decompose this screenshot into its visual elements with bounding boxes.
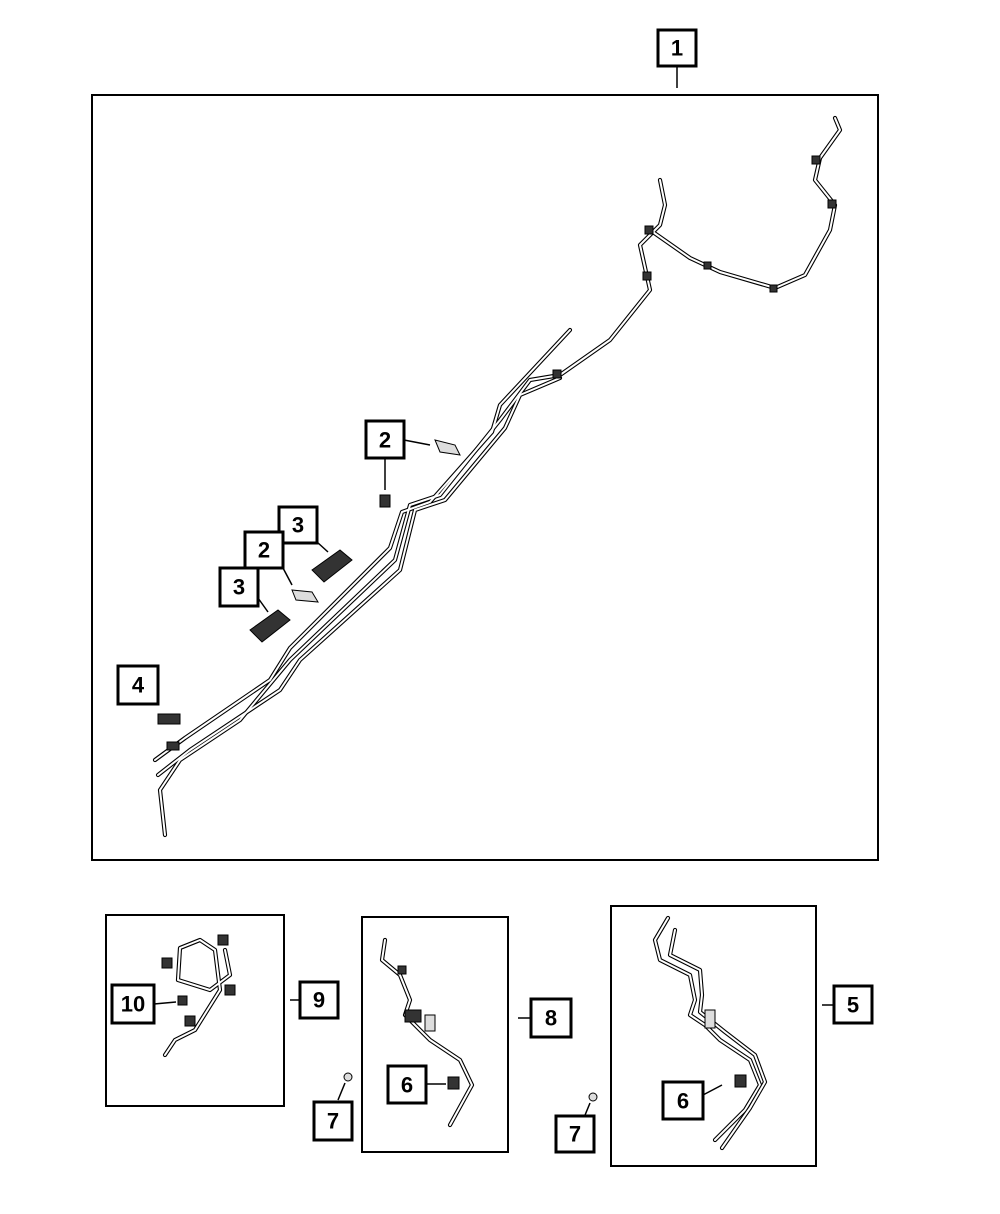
part-4-connector: [157, 713, 181, 725]
assembly-9-frame: [105, 914, 285, 1107]
part-2-clip: [379, 494, 391, 508]
assembly-8-frame: [361, 916, 509, 1153]
part-3-upper-clip: [311, 549, 353, 583]
callout-2-upper: 2: [379, 428, 391, 453]
callout-3-lower: 3: [233, 575, 245, 600]
callout-1: 1: [671, 36, 683, 61]
assembly-5-tube: [652, 915, 768, 1151]
part-2-upper-bracket: [434, 439, 461, 456]
main-tube-clips: [166, 155, 837, 751]
part-3-lower-clip: [249, 609, 291, 643]
callout-2-lower: 2: [258, 538, 270, 563]
callout-6-right: 6: [677, 1089, 689, 1114]
part-6-clip-right: [734, 1074, 747, 1088]
main-assembly-frame: [91, 94, 879, 861]
callout-5: 5: [847, 993, 859, 1018]
assembly-9-tube: [161, 934, 236, 1058]
callout-7-right: 7: [569, 1122, 581, 1147]
part-2-lower-bracket: [291, 589, 319, 603]
callout-6-middle: 6: [401, 1073, 413, 1098]
assembly-5-frame: [610, 905, 817, 1167]
assembly-8-tube: [379, 937, 475, 1128]
callout-9: 9: [313, 988, 325, 1013]
part-6-clip-middle: [447, 1076, 460, 1090]
callout-7-left: 7: [327, 1109, 339, 1134]
callout-8: 8: [545, 1006, 557, 1031]
callout-4: 4: [132, 673, 145, 698]
callout-3-upper: 3: [292, 513, 304, 538]
main-tube-bundle: [155, 118, 840, 835]
callout-10: 10: [121, 992, 145, 1017]
part-7-nut-right: [588, 1092, 598, 1102]
part-7-nut-left: [343, 1072, 353, 1082]
